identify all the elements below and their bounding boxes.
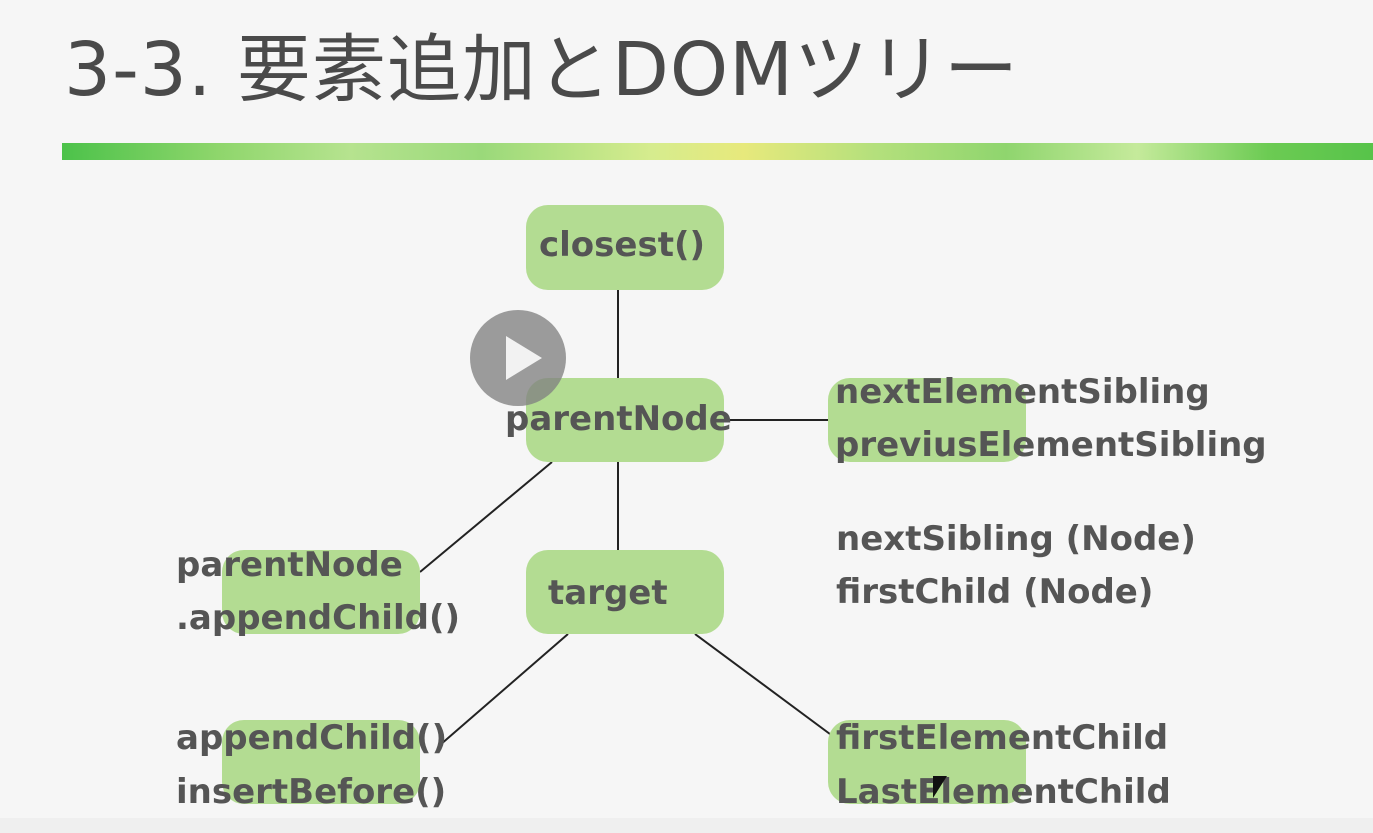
sibling-box bbox=[828, 378, 1026, 462]
append-label-2: insertBefore() bbox=[176, 772, 447, 812]
sibling-label-1: nextElementSibling bbox=[835, 372, 1210, 412]
bottom-strip bbox=[0, 818, 1373, 833]
mouse-cursor-icon bbox=[933, 776, 947, 798]
parent-append-box bbox=[222, 550, 420, 634]
play-button[interactable] bbox=[470, 310, 566, 406]
sibling-label-2: previusElementSibling bbox=[835, 425, 1267, 465]
parent-append-label-1: parentNode bbox=[176, 545, 403, 585]
children-label-1: firstElementChild bbox=[836, 718, 1169, 758]
line-target-children bbox=[694, 633, 839, 741]
target-label: target bbox=[548, 573, 668, 613]
play-icon bbox=[506, 336, 542, 380]
parent-node-label: parentNode bbox=[505, 399, 732, 439]
parent-node-box bbox=[526, 378, 724, 462]
line-parent-append bbox=[419, 461, 553, 573]
line-target-append bbox=[439, 633, 569, 746]
closest-label: closest() bbox=[539, 225, 706, 265]
node-sibling-label-2: firstChild (Node) bbox=[836, 572, 1154, 612]
parent-append-label-2: .appendChild() bbox=[176, 598, 461, 638]
target-box bbox=[526, 550, 724, 634]
closest-box bbox=[526, 205, 724, 290]
append-box bbox=[222, 720, 420, 804]
node-sibling-label-1: nextSibling (Node) bbox=[836, 519, 1196, 559]
title-underline-bar bbox=[62, 143, 1373, 160]
children-label-2: LastElementChild bbox=[836, 772, 1171, 812]
append-label-1: appendChild() bbox=[176, 718, 448, 758]
children-box bbox=[828, 720, 1026, 804]
slide-title: 3-3. 要素追加とDOMツリー bbox=[64, 27, 1019, 113]
